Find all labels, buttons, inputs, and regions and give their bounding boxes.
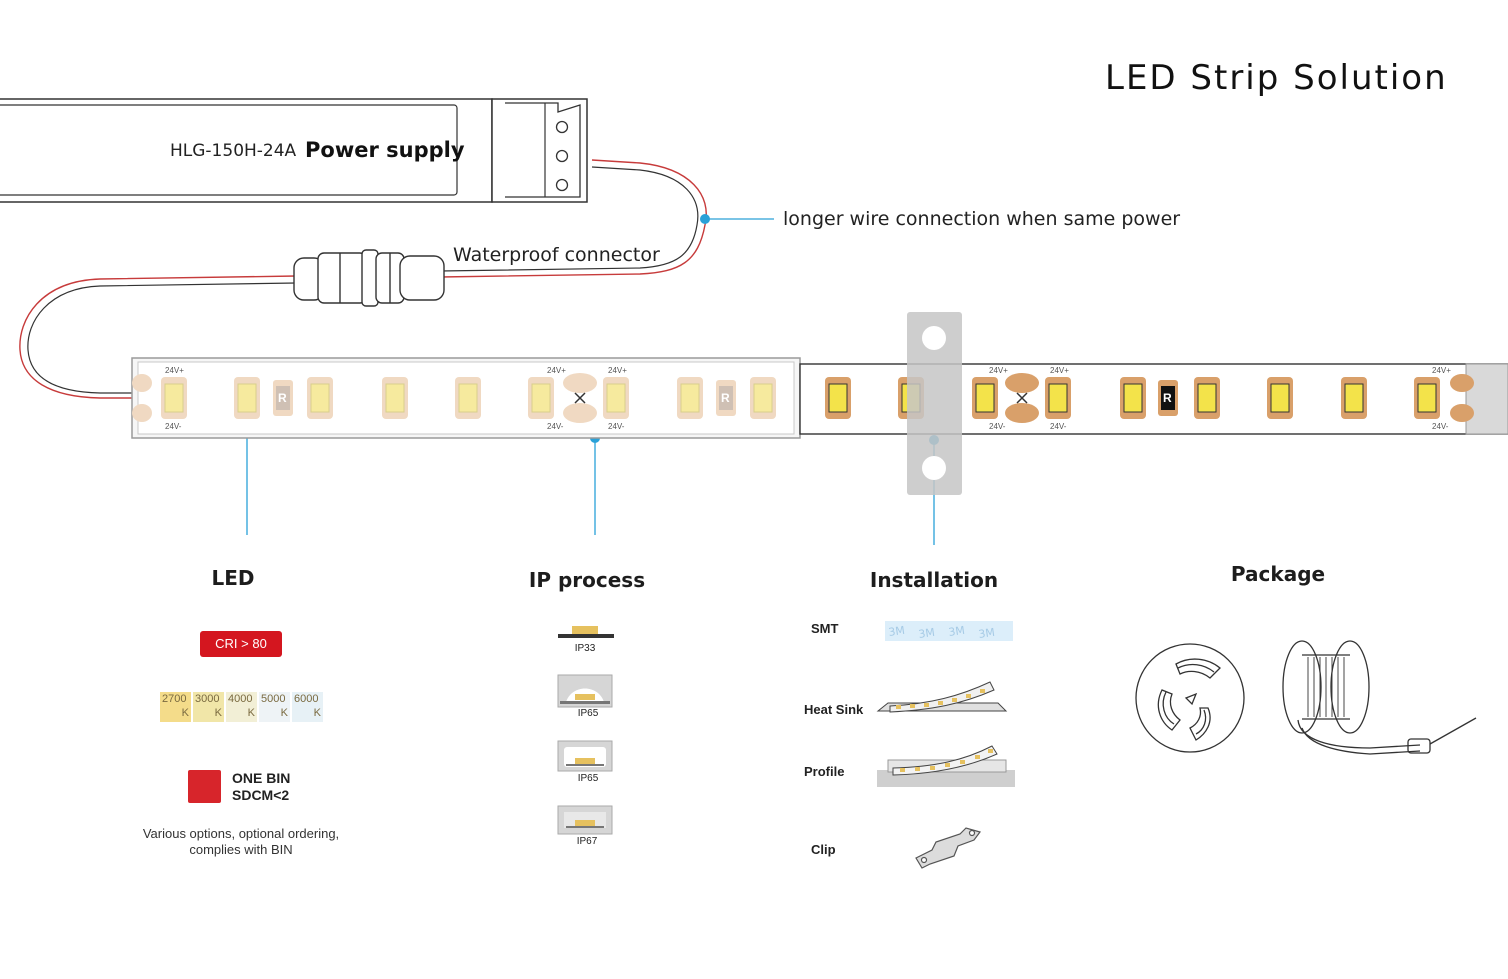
smt-tape-icon: 3M 3M 3M 3M	[885, 621, 1013, 641]
ip65-tube-icon	[557, 740, 613, 772]
solder-pad	[1450, 374, 1474, 392]
led-chip	[237, 383, 257, 413]
ip-label-65-coated: IP65	[577, 708, 599, 719]
solder-pad	[1450, 404, 1474, 422]
solder-pad	[1005, 373, 1039, 393]
bin-icon	[188, 770, 221, 803]
ip65-coated-icon	[557, 674, 613, 708]
voltage-mark-minus: 24V-	[1432, 422, 1449, 431]
svg-text:3M: 3M	[888, 624, 906, 639]
led-chip	[606, 383, 626, 413]
power-supply-unit	[0, 98, 588, 203]
voltage-mark-minus: 24V-	[165, 422, 182, 431]
led-chip	[975, 383, 995, 413]
install-profile: Profile	[804, 764, 845, 779]
solder-pad	[132, 404, 152, 422]
solder-pad	[563, 373, 597, 393]
voltage-mark-plus: 24V+	[989, 366, 1008, 375]
svg-text:3M: 3M	[918, 626, 936, 641]
voltage-mark-plus: 24V+	[165, 366, 184, 375]
led-chip	[531, 383, 551, 413]
ip-label-65-tube: IP65	[577, 773, 599, 784]
resistor	[276, 386, 290, 410]
led-chip	[1197, 383, 1217, 413]
clip-icon	[915, 827, 982, 869]
power-supply-label: Power supply	[305, 138, 465, 162]
led-chip	[1123, 383, 1143, 413]
cri-badge: CRI > 80	[200, 631, 282, 657]
solder-pad	[1005, 403, 1039, 423]
voltage-mark-minus: 24V-	[989, 422, 1006, 431]
end-cap	[1465, 363, 1508, 435]
waterproof-connector-drawing	[293, 249, 445, 307]
voltage-mark-minus: 24V-	[1050, 422, 1067, 431]
section-installation: Installation	[869, 568, 999, 592]
resistor-label: R	[1163, 391, 1172, 405]
led-chip	[828, 383, 848, 413]
voltage-mark-plus: 24V+	[608, 366, 627, 375]
reel-top-view	[1135, 643, 1245, 753]
ip67-icon	[557, 805, 613, 835]
waterproof-connector-label: Waterproof connector	[453, 244, 660, 266]
led-chip	[385, 383, 405, 413]
install-clip: Clip	[811, 842, 836, 857]
solder-pad	[132, 374, 152, 392]
profile-icon	[877, 745, 1015, 787]
voltage-mark-minus: 24V-	[608, 422, 625, 431]
solder-pad	[563, 403, 597, 423]
led-chip	[680, 383, 700, 413]
wire-note: longer wire connection when same power	[783, 208, 1181, 230]
install-heat-sink: Heat Sink	[804, 702, 864, 717]
section-led: LED	[211, 566, 255, 590]
led-note: Various options, optional ordering,compl…	[142, 826, 340, 857]
ip-label-67: IP67	[576, 836, 598, 847]
led-chip	[1417, 383, 1437, 413]
voltage-mark-plus: 24V+	[547, 366, 566, 375]
led-chip	[164, 383, 184, 413]
scissors-icon	[574, 392, 586, 404]
connection-wire	[19, 159, 707, 399]
resistor	[719, 386, 733, 410]
voltage-mark-plus: 24V+	[1432, 366, 1451, 375]
section-package: Package	[1230, 562, 1326, 586]
voltage-mark-plus: 24V+	[1050, 366, 1069, 375]
power-supply-model: HLG-150H-24A	[170, 141, 297, 161]
led-chip	[753, 383, 773, 413]
resistor-label: R	[721, 391, 730, 405]
reel-side-view	[1282, 640, 1477, 755]
led-chip	[1270, 383, 1290, 413]
scissors-icon	[1016, 392, 1028, 404]
heat-sink-icon	[876, 681, 1008, 713]
mounting-clip	[907, 312, 962, 495]
ip33-icon	[558, 626, 614, 638]
install-smt: SMT	[811, 621, 839, 636]
led-chip	[1048, 383, 1068, 413]
voltage-mark-minus: 24V-	[547, 422, 564, 431]
led-chip	[310, 383, 330, 413]
led-chip	[1344, 383, 1364, 413]
svg-text:3M: 3M	[948, 624, 966, 639]
page-title: LED Strip Solution	[1105, 58, 1448, 98]
resistor	[1161, 386, 1175, 410]
led-chip	[458, 383, 478, 413]
ip-label-33: IP33	[574, 643, 596, 654]
resistor-label: R	[278, 391, 287, 405]
section-ip-process: IP process	[528, 568, 646, 592]
svg-text:3M: 3M	[978, 626, 996, 641]
